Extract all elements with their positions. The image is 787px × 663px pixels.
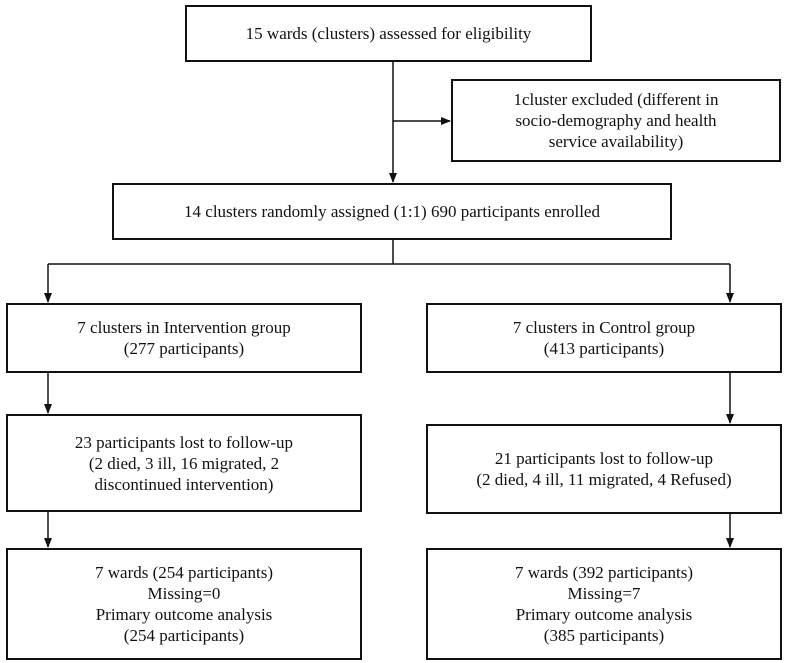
node-control-analysis-line-2: Missing=7 bbox=[567, 584, 641, 603]
node-randomized-line-1: 14 clusters randomly assigned (1:1) 690 … bbox=[184, 202, 600, 221]
node-intervention-lost-line-1: 23 participants lost to follow-up bbox=[74, 432, 294, 452]
node-intervention-analysis-line-2: Missing=0 bbox=[147, 584, 221, 603]
node-intervention-analysis: 7 wards (254 participants) Missing=0 Pri… bbox=[6, 548, 362, 660]
node-intervention-lost-line-2: (2 died, 3 ill, 16 migrated, 2 bbox=[88, 453, 280, 473]
node-excluded-line-3: service availability) bbox=[548, 132, 684, 151]
node-intervention-analysis-line-4: (254 participants) bbox=[123, 626, 245, 645]
node-randomized: 14 clusters randomly assigned (1:1) 690 … bbox=[112, 183, 672, 240]
node-control-lost: 21 participants lost to follow-up (2 die… bbox=[426, 424, 782, 514]
node-screened: 15 wards (clusters) assessed for eligibi… bbox=[185, 5, 592, 62]
node-excluded: 1cluster excluded (different in socio-de… bbox=[451, 79, 781, 162]
node-intervention-group: 7 clusters in Intervention group (277 pa… bbox=[6, 303, 362, 373]
node-control-group-line-2: (413 participants) bbox=[543, 339, 665, 358]
node-control-lost-line-2: (2 died, 4 ill, 11 migrated, 4 Refused) bbox=[476, 470, 732, 489]
node-intervention-lost-line-3: discontinued intervention) bbox=[94, 474, 274, 494]
node-screened-line-1: 15 wards (clusters) assessed for eligibi… bbox=[245, 24, 532, 43]
node-excluded-line-2: socio-demography and health bbox=[515, 111, 717, 130]
node-excluded-line-1: 1cluster excluded (different in bbox=[513, 90, 719, 109]
node-control-group-line-1: 7 clusters in Control group bbox=[512, 318, 696, 337]
node-control-analysis-line-4: (385 participants) bbox=[543, 626, 665, 645]
node-intervention-analysis-line-1: 7 wards (254 participants) bbox=[95, 563, 273, 582]
node-control-group: 7 clusters in Control group (413 partici… bbox=[426, 303, 782, 373]
node-control-analysis-line-3: Primary outcome analysis bbox=[515, 605, 693, 624]
node-intervention-group-line-1: 7 clusters in Intervention group bbox=[77, 318, 291, 337]
node-control-lost-line-1: 21 participants lost to follow-up bbox=[494, 449, 714, 468]
node-control-analysis-line-1: 7 wards (392 participants) bbox=[515, 563, 693, 582]
node-intervention-group-line-2: (277 participants) bbox=[123, 339, 245, 358]
node-control-analysis: 7 wards (392 participants) Missing=7 Pri… bbox=[426, 548, 782, 660]
node-intervention-analysis-line-3: Primary outcome analysis bbox=[95, 605, 273, 624]
node-intervention-lost: 23 participants lost to follow-up (2 die… bbox=[6, 414, 362, 512]
